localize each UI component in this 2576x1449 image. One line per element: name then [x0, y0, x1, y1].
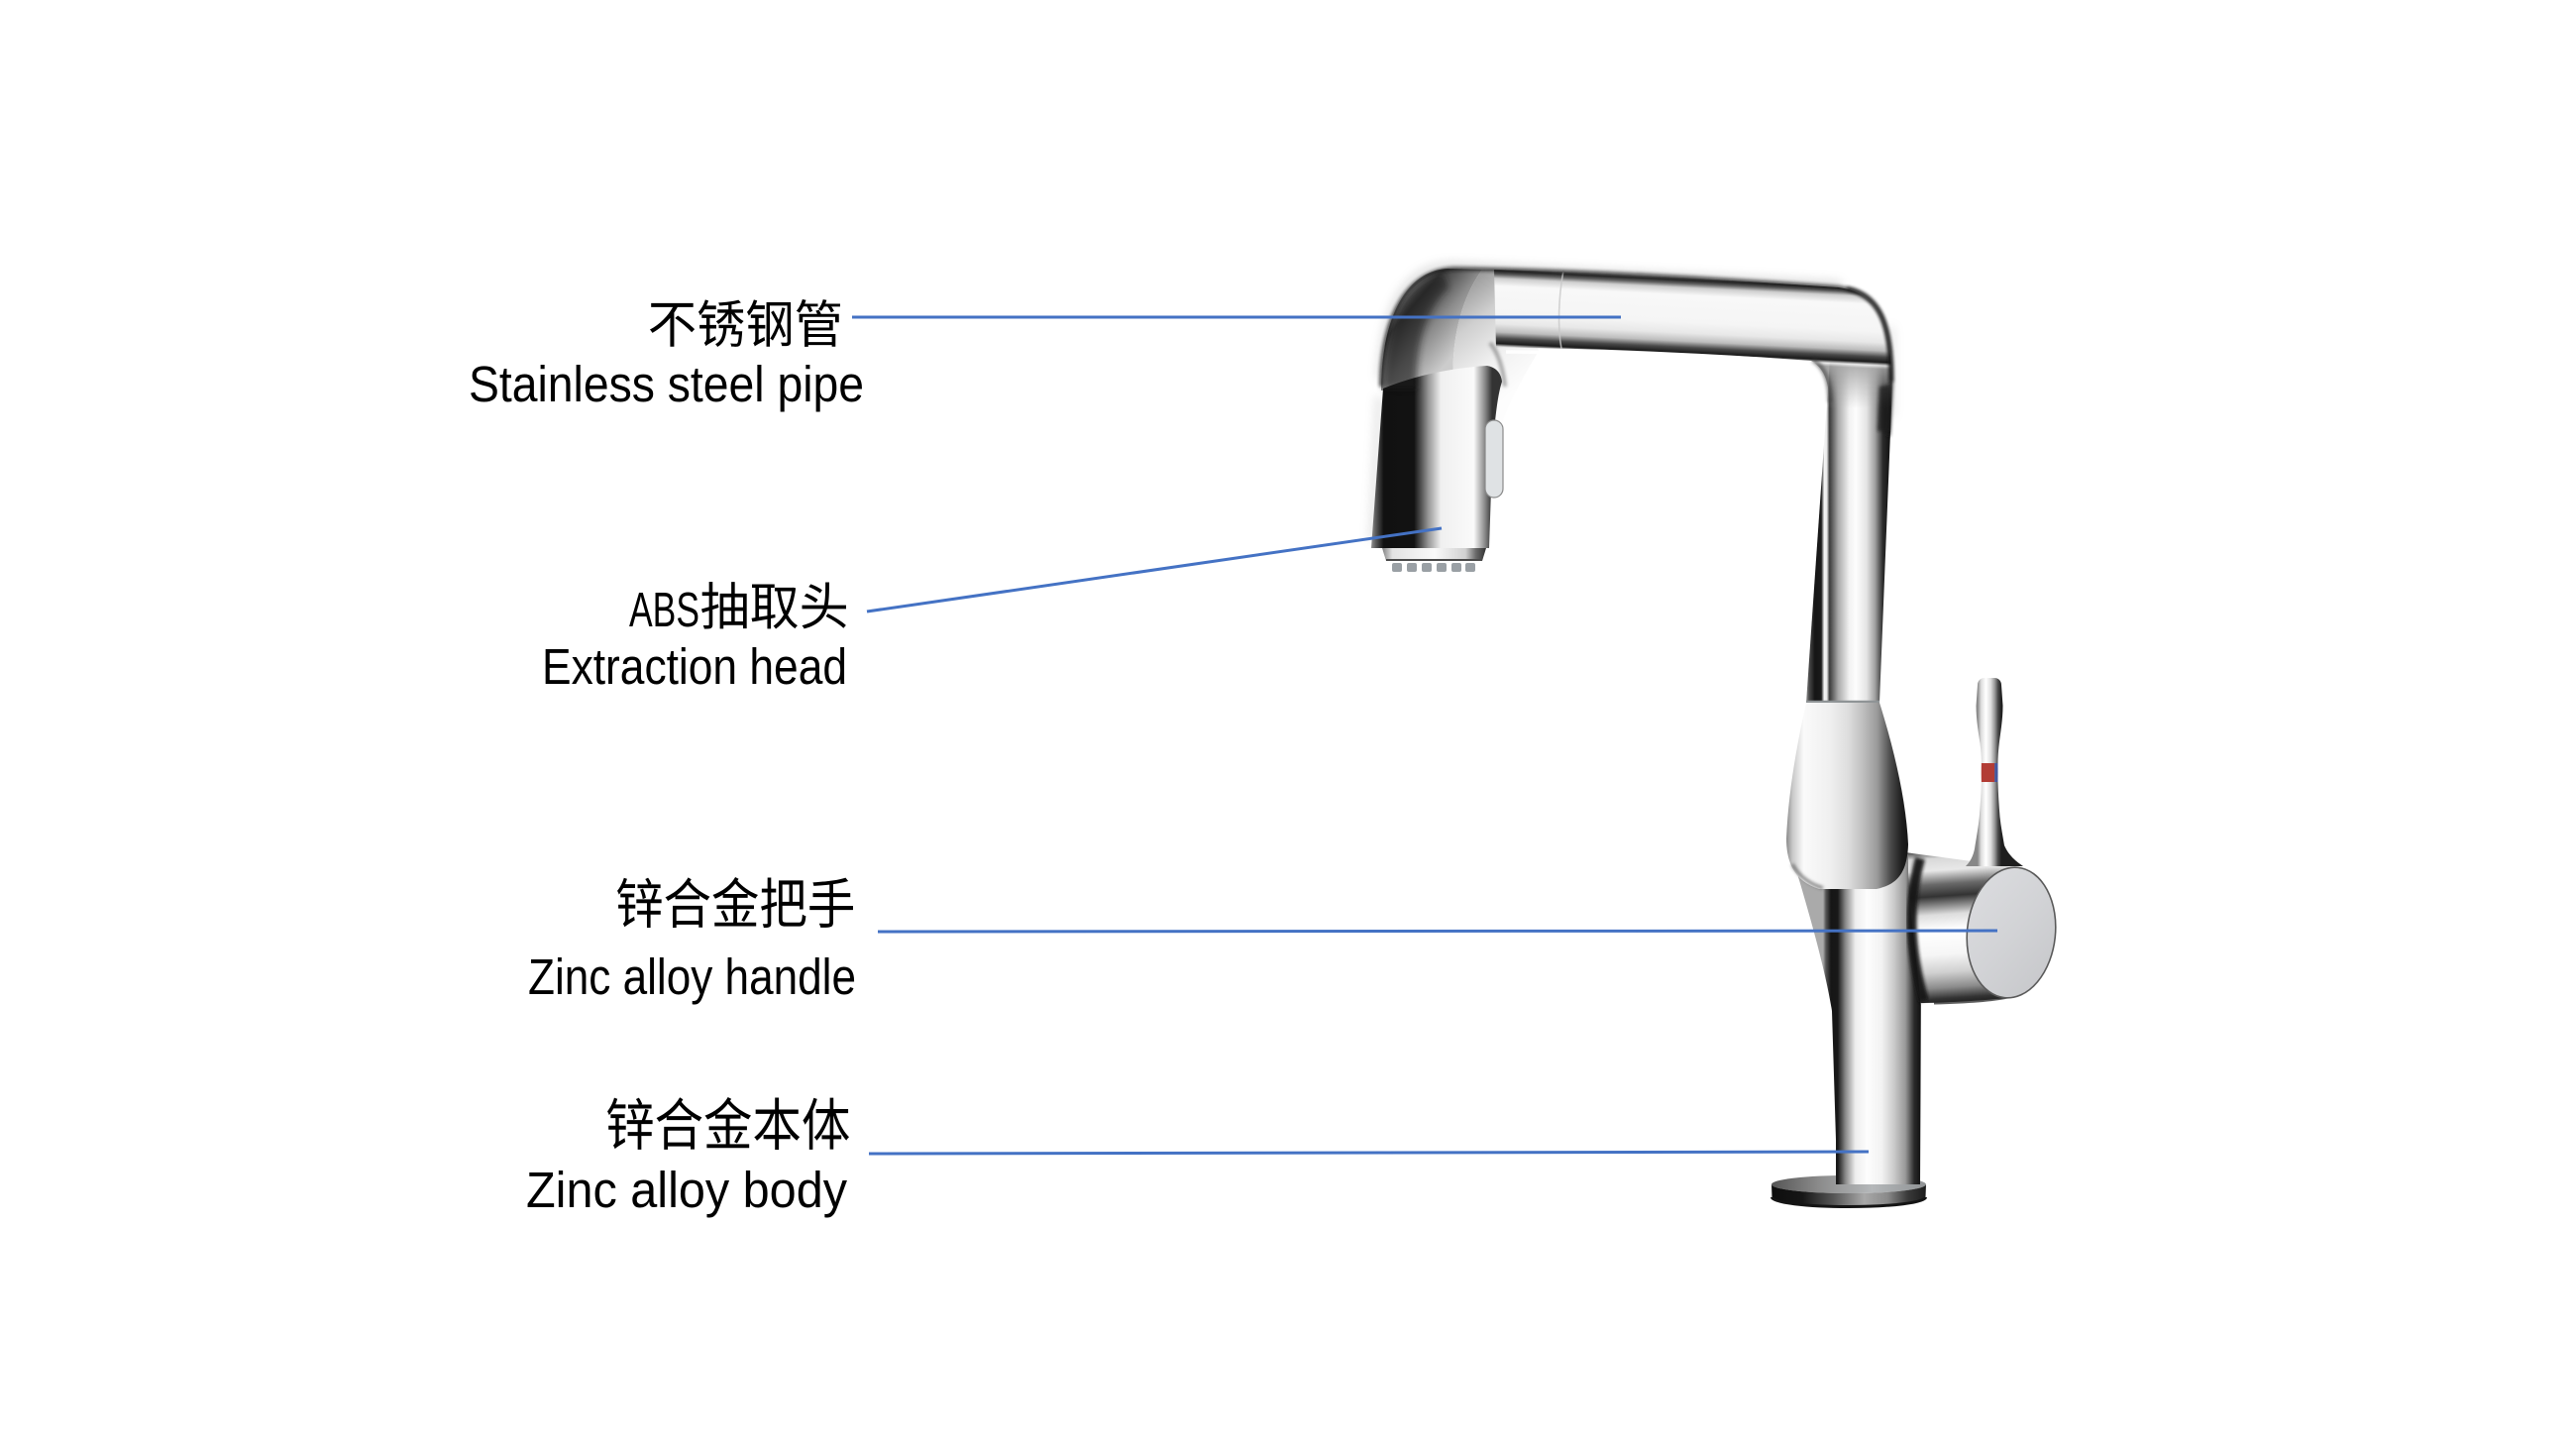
- svg-text:ABS: ABS: [629, 584, 699, 637]
- svg-text:Extraction head: Extraction head: [542, 638, 847, 695]
- svg-text:Zinc alloy body: Zinc alloy body: [526, 1162, 847, 1218]
- svg-text:Stainless steel pipe: Stainless steel pipe: [469, 356, 864, 412]
- svg-text:Zinc alloy handle: Zinc alloy handle: [528, 948, 856, 1005]
